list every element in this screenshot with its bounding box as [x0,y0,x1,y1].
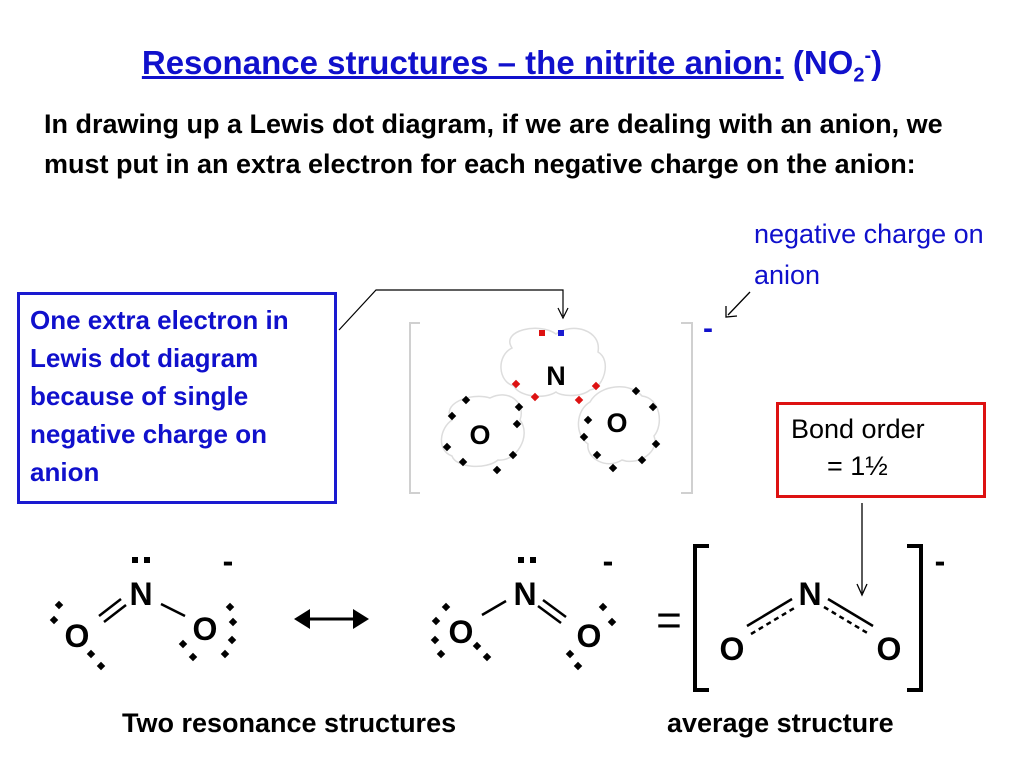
slide-title: Resonance structures – the nitrite anion… [0,44,1024,88]
structure2-oxygen-right: O [577,618,602,654]
title-main: Resonance structures – the nitrite anion… [141,44,784,81]
bond-order-value: = 1½ [827,451,888,481]
title-formula: (NO2-) [792,44,883,87]
extra-electron-callout: One extra electron in Lewis dot diagram … [17,292,337,504]
average-charge: - [935,543,946,579]
lewis-dot-diagram: N O O [409,312,713,494]
right-bracket [681,322,693,494]
resonance-caption: Two resonance structures [122,708,457,738]
nitrogen-atom: N [546,361,566,391]
intro-text: In drawing up a Lewis dot diagram, if we… [44,109,943,179]
bond-order-callout: Bond order = 1½ [776,402,986,498]
equals-sign: = [656,596,682,645]
structure2-nitrogen: N [513,576,536,612]
resonance-arrow [294,609,369,629]
average-oxygen-right: O [877,631,902,667]
structure1-nitrogen: N [129,576,152,612]
resonance-structure-1: N O O - [49,543,238,671]
average-caption: average structure [667,708,894,738]
oxygen-lone-pairs [442,386,661,475]
anion-charge: - [703,312,713,345]
structure1-oxygen-left: O [65,618,90,654]
left-bracket [409,322,420,494]
structure2-oxygen-left: O [449,614,474,650]
oxygen-atom-right: O [606,408,627,438]
callout-connectors [338,289,868,597]
average-oxygen-left: O [720,631,745,667]
average-nitrogen: N [798,576,821,612]
resonance-structure-2: N O O - [430,543,617,671]
extra-electron-dot [539,330,545,336]
structure1-oxygen-right: O [193,611,218,647]
oxygen-atom-left: O [469,420,490,450]
average-structure: N O O - [693,543,946,692]
bonding-electrons [511,379,601,405]
bond-order-label: Bond order [791,414,925,444]
average-left-bracket [693,544,709,692]
structure1-charge: - [223,543,234,579]
average-right-bracket [907,544,923,692]
negative-charge-note: negative charge on anion [754,219,984,290]
structure2-charge: - [603,543,614,579]
nitrogen-electron-dot [558,330,564,336]
